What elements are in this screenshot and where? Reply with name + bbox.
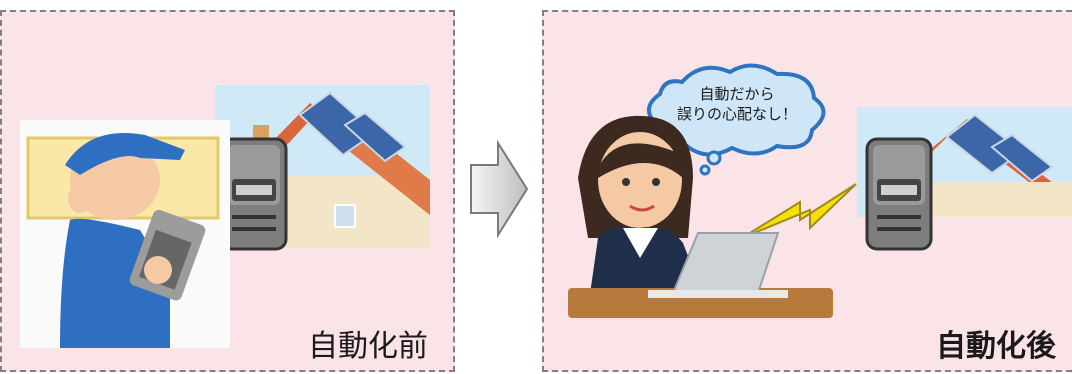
thought-bubble-text: 自動だから 誤りの心配なし！ [662,84,812,124]
thought-bubble-icon [647,63,826,176]
office-worker-laptop-icon [568,115,833,318]
bubble-line-2: 誤りの心配なし！ [676,105,797,123]
meter-reader-worker-icon [20,120,230,348]
gas-meter-icon [865,137,933,251]
arrow-right-icon [470,140,529,238]
label-before-automation: 自動化前 [308,329,428,364]
bubble-line-1: 自動だから [699,85,775,103]
label-after-automation: 自動化後 [936,329,1056,364]
gas-meter-icon [220,137,288,251]
lightning-bolt-icon [741,183,857,239]
